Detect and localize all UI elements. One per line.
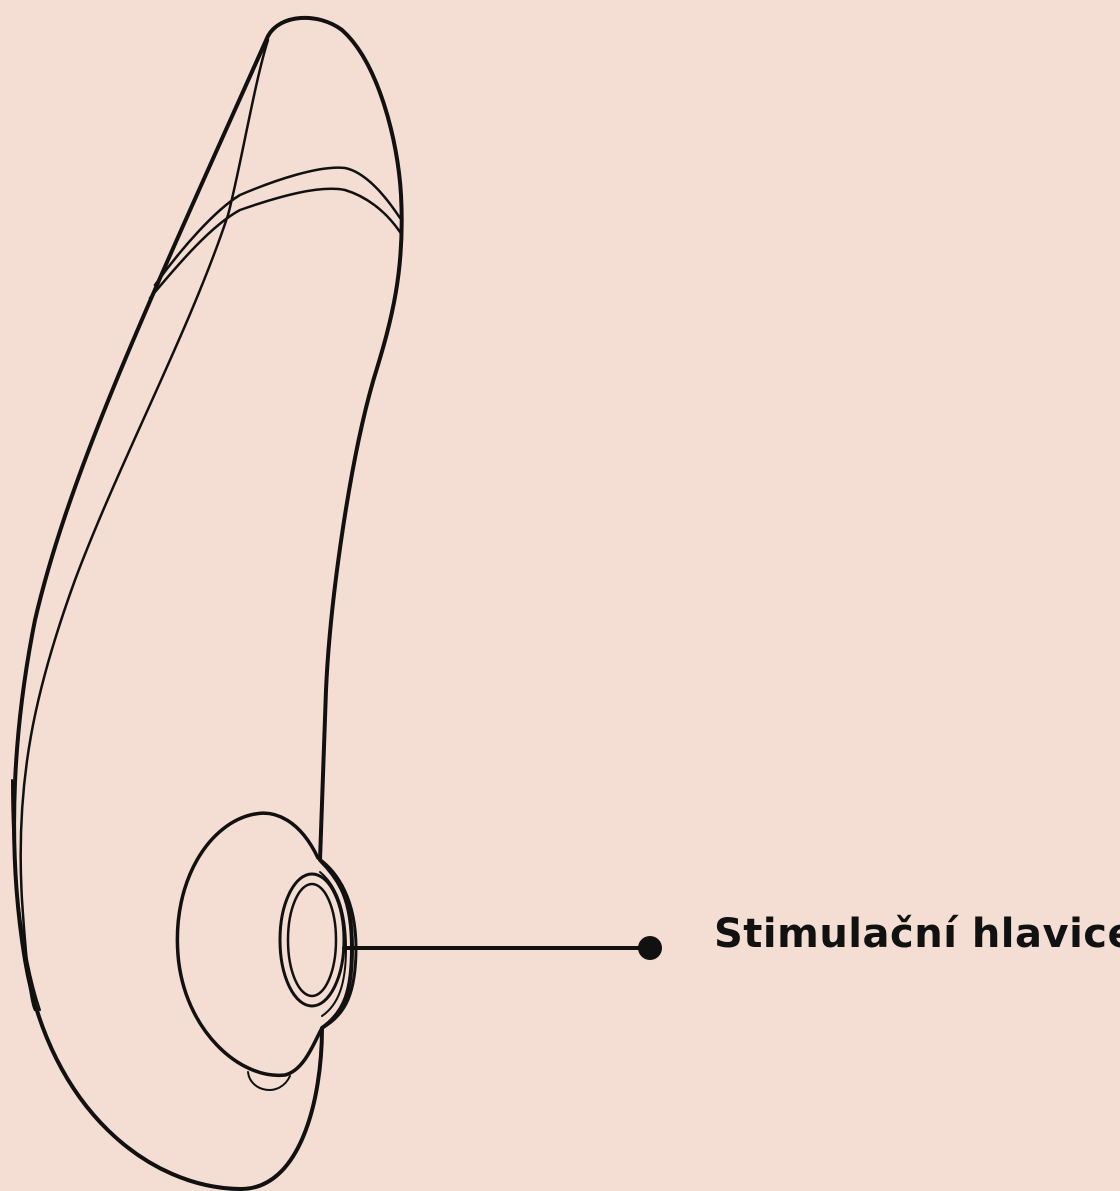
device-body-outline bbox=[14, 18, 402, 1189]
callout-leader-dot bbox=[638, 936, 662, 960]
stimulation-head-opening-inner bbox=[288, 884, 336, 996]
device-inner-contour bbox=[21, 40, 268, 1010]
device-band-upper bbox=[155, 168, 400, 285]
callout-label-stimulation-head: Stimulační hlavice bbox=[714, 914, 1120, 954]
stimulation-head-dome bbox=[177, 813, 322, 1075]
stimulation-head-opening-outer bbox=[280, 874, 344, 1006]
